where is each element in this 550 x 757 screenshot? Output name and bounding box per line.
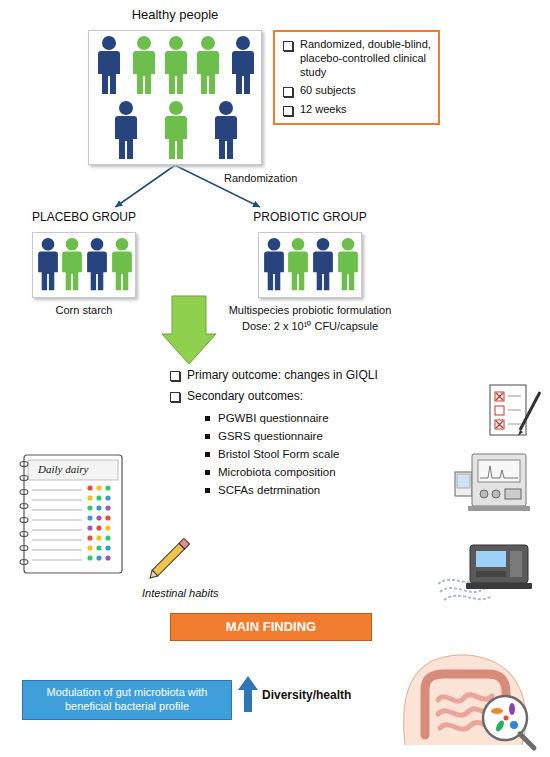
- flow-arrow: [115, 165, 175, 207]
- checkbox-bullet: [283, 106, 293, 116]
- square-bullet: [205, 470, 210, 475]
- text-label: Intestinal habits: [142, 587, 218, 601]
- text-label: Diversity/health: [262, 688, 351, 703]
- increase-arrow: [238, 676, 258, 712]
- group-panel: PLACEBO GROUP Corn starch: [28, 207, 140, 318]
- node-caption: Corn starch: [28, 304, 140, 318]
- label-text: Randomization: [224, 172, 297, 186]
- sequencer-icon: [438, 545, 532, 600]
- label-text: Intestinal habits: [142, 587, 218, 601]
- label-text: GSRS questionnaire: [218, 429, 323, 443]
- pencil-icon: [147, 538, 189, 580]
- flow-arrow: [175, 165, 260, 207]
- bullet-text: Randomized, double-blind, placebo-contro…: [300, 38, 432, 79]
- people-box: [88, 30, 262, 165]
- checkbox-bullet: [170, 371, 180, 381]
- square-bullet: [205, 416, 210, 421]
- square-bullet: [205, 434, 210, 439]
- bullet-label: Bristol Stool Form scale: [205, 447, 339, 461]
- square-bullet: [205, 452, 210, 457]
- flow-arrow: [162, 296, 216, 364]
- diary-illustration: [20, 455, 122, 573]
- people-icons: [259, 233, 363, 299]
- label-text: Secondary outcomes:: [187, 389, 303, 404]
- label-text: SCFAs detrmination: [218, 483, 320, 497]
- intestine-illustration: [404, 655, 534, 748]
- people-box: [258, 232, 362, 298]
- node-heading: MAIN FINDING: [177, 619, 365, 635]
- bullet-label: Primary outcome: changes in GIQLI: [170, 368, 378, 383]
- people-box: [32, 232, 136, 298]
- square-bullet: [205, 488, 210, 493]
- bullet-label: SCFAs detrmination: [205, 483, 320, 497]
- bullet-label: Microbiota composition: [205, 465, 336, 479]
- label-text: Microbiota composition: [218, 465, 336, 479]
- bullet-line: 12 weeks: [283, 103, 432, 117]
- process-box: Modulation of gut microbiota with benefi…: [22, 680, 232, 720]
- study-box: Randomized, double-blind, placebo-contro…: [273, 30, 440, 125]
- checkbox-bullet: [170, 392, 180, 402]
- bullet-label: PGWBI questionnaire: [205, 411, 329, 425]
- label-text: Diversity/health: [262, 688, 351, 703]
- node-heading: Modulation of gut microbiota with benefi…: [31, 686, 223, 714]
- people-icons: [33, 233, 137, 299]
- label-text: Bristol Stool Form scale: [218, 447, 339, 461]
- group-panel: Healthy people: [88, 4, 262, 165]
- label-text: Daily dairy: [38, 463, 88, 477]
- bullet-line: 60 subjects: [283, 84, 432, 98]
- node-heading: Healthy people: [88, 7, 262, 23]
- banner-box: MAIN FINDING: [170, 613, 372, 641]
- people-icons: [89, 31, 263, 166]
- bullet-label: Secondary outcomes:: [170, 389, 303, 404]
- node-heading: PLACEBO GROUP: [28, 210, 140, 225]
- group-panel: PROBIOTIC GROUP Multispecies probiotic fo…: [222, 207, 398, 334]
- bullet-label: GSRS questionnaire: [205, 429, 323, 443]
- checkbox-bullet: [283, 41, 293, 51]
- gas-chromatograph-icon: [455, 454, 530, 511]
- bullet-text: 12 weeks: [300, 103, 346, 117]
- text-label: Daily dairy: [38, 463, 88, 477]
- node-heading: PROBIOTIC GROUP: [222, 210, 398, 225]
- node-caption: Multispecies probiotic formulation: [222, 304, 398, 318]
- checklist-icon: [490, 385, 540, 436]
- node-caption: Dose: 2 x 10¹⁰ CFU/capsule: [222, 320, 398, 334]
- checkbox-bullet: [283, 87, 293, 97]
- bullet-line: Randomized, double-blind, placebo-contro…: [283, 38, 432, 79]
- bullet-text: 60 subjects: [300, 84, 356, 98]
- text-label: Randomization: [224, 172, 297, 186]
- label-text: PGWBI questionnaire: [218, 411, 329, 425]
- label-text: Primary outcome: changes in GIQLI: [187, 368, 378, 383]
